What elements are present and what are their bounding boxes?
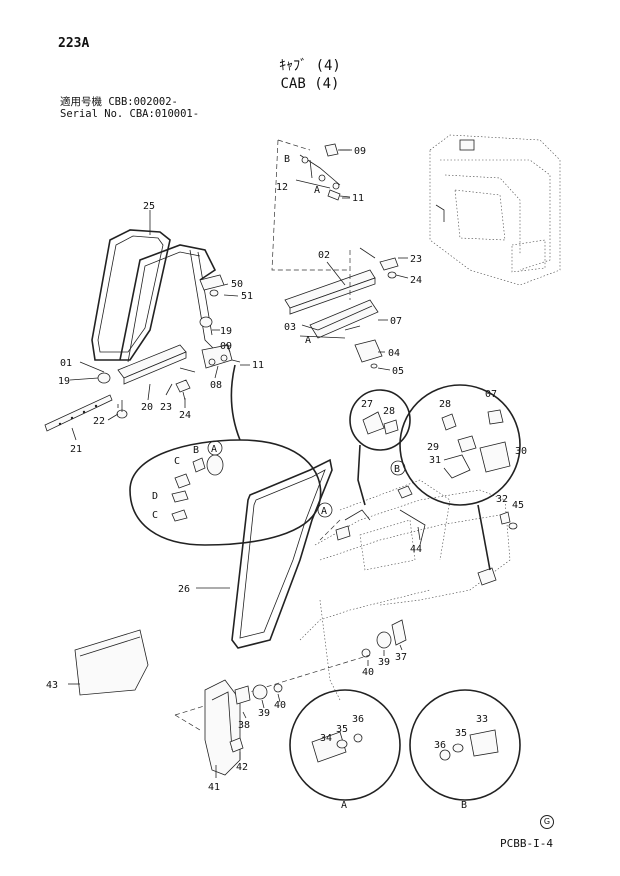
drawing-code: PCBB-I-4	[500, 837, 553, 850]
letter-a: A	[305, 335, 311, 346]
callout-02: 02	[318, 250, 330, 261]
letter-c: C	[174, 456, 180, 467]
callout-08: 08	[210, 380, 222, 391]
bracket-detail-top	[271, 139, 351, 271]
callout-34: 34	[320, 733, 332, 744]
letter-c: C	[152, 510, 158, 521]
callout-40: 40	[362, 667, 374, 678]
callout-45: 45	[512, 500, 524, 511]
striker-detail-large	[399, 384, 521, 571]
letter-d: D	[152, 491, 158, 502]
callout-04: 04	[388, 348, 400, 359]
cab-overview-sketch	[429, 134, 561, 286]
callout-26: 26	[178, 584, 190, 595]
callout-numbers: 09 12 11 25 50 51 19 09 11 08 01 19 20 2…	[46, 146, 527, 793]
callout-29: 29	[427, 442, 439, 453]
title-english: CAB (4)	[280, 76, 340, 92]
callout-36: 36	[434, 740, 446, 751]
circle-marker-a	[317, 502, 333, 518]
callout-28: 28	[383, 406, 395, 417]
callout-12: 12	[276, 182, 288, 193]
callout-39: 39	[258, 708, 270, 719]
callout-23: 23	[160, 402, 172, 413]
callout-19: 19	[58, 376, 70, 387]
serial-japanese: 適用号機 CBB:002002-	[60, 96, 178, 108]
callout-11: 11	[252, 360, 264, 371]
callout-21: 21	[70, 444, 82, 455]
callout-03: 03	[284, 322, 296, 333]
leader-lines	[68, 149, 421, 778]
callout-19: 19	[220, 326, 232, 337]
letter-b: B	[284, 154, 290, 165]
callout-40: 40	[274, 700, 286, 711]
callout-50: 50	[231, 279, 243, 290]
pin-detail-oval	[129, 364, 322, 546]
letter-b: B	[193, 445, 199, 456]
callout-09: 09	[220, 341, 232, 352]
callout-38: 38	[238, 720, 250, 731]
callout-28: 28	[439, 399, 451, 410]
callout-22: 22	[93, 416, 105, 427]
callout-43: 43	[46, 680, 58, 691]
callout-39: 39	[378, 657, 390, 668]
serial-english: Serial No. CBA:010001-	[60, 108, 200, 120]
callout-30: 30	[515, 446, 527, 457]
circle-marker-a-detail	[207, 440, 223, 456]
callout-11: 11	[352, 193, 364, 204]
callout-07: 07	[390, 316, 402, 327]
letter-a: A	[321, 506, 327, 517]
slide-rail-assembly	[284, 247, 399, 369]
callout-35: 35	[336, 724, 348, 735]
reference-letters: B A A A B C D C A B A B	[152, 154, 467, 811]
latch-detail-small	[349, 389, 411, 506]
callout-36: 36	[352, 714, 364, 725]
window-frame-assembly	[44, 229, 241, 432]
callout-44: 44	[410, 544, 422, 555]
callout-41: 41	[208, 782, 220, 793]
callout-20: 20	[141, 402, 153, 413]
hinge-bracket	[204, 679, 283, 776]
callout-31: 31	[429, 455, 441, 466]
circle-marker-b	[390, 460, 406, 476]
letter-a: A	[211, 444, 217, 455]
callout-09: 09	[354, 146, 366, 157]
callout-42: 42	[236, 762, 248, 773]
callout-05: 05	[392, 366, 404, 377]
lower-hinge-parts	[74, 619, 407, 731]
callout-23: 23	[410, 254, 422, 265]
bottom-detail-b	[409, 689, 521, 801]
callout-24: 24	[410, 275, 422, 286]
callout-51: 51	[241, 291, 253, 302]
door-seal-and-cab-frame	[231, 458, 511, 701]
title-japanese: ｷｬﾌﾞ (4)	[279, 58, 341, 74]
callout-27: 27	[361, 399, 373, 410]
revision-mark: G	[540, 815, 554, 829]
callout-37: 37	[395, 652, 407, 663]
letter-b: B	[394, 464, 400, 475]
bottom-detail-a	[289, 689, 401, 801]
callout-25: 25	[143, 201, 155, 212]
letter-a: A	[341, 800, 347, 811]
letter-b: B	[461, 800, 467, 811]
callout-01: 01	[60, 358, 72, 369]
callout-07: 07	[485, 389, 497, 400]
page-number: 223A	[58, 36, 90, 51]
callout-33: 33	[476, 714, 488, 725]
callout-24: 24	[179, 410, 191, 421]
letter-a: A	[314, 185, 320, 196]
callout-32: 32	[496, 494, 508, 505]
callout-35: 35	[455, 728, 467, 739]
